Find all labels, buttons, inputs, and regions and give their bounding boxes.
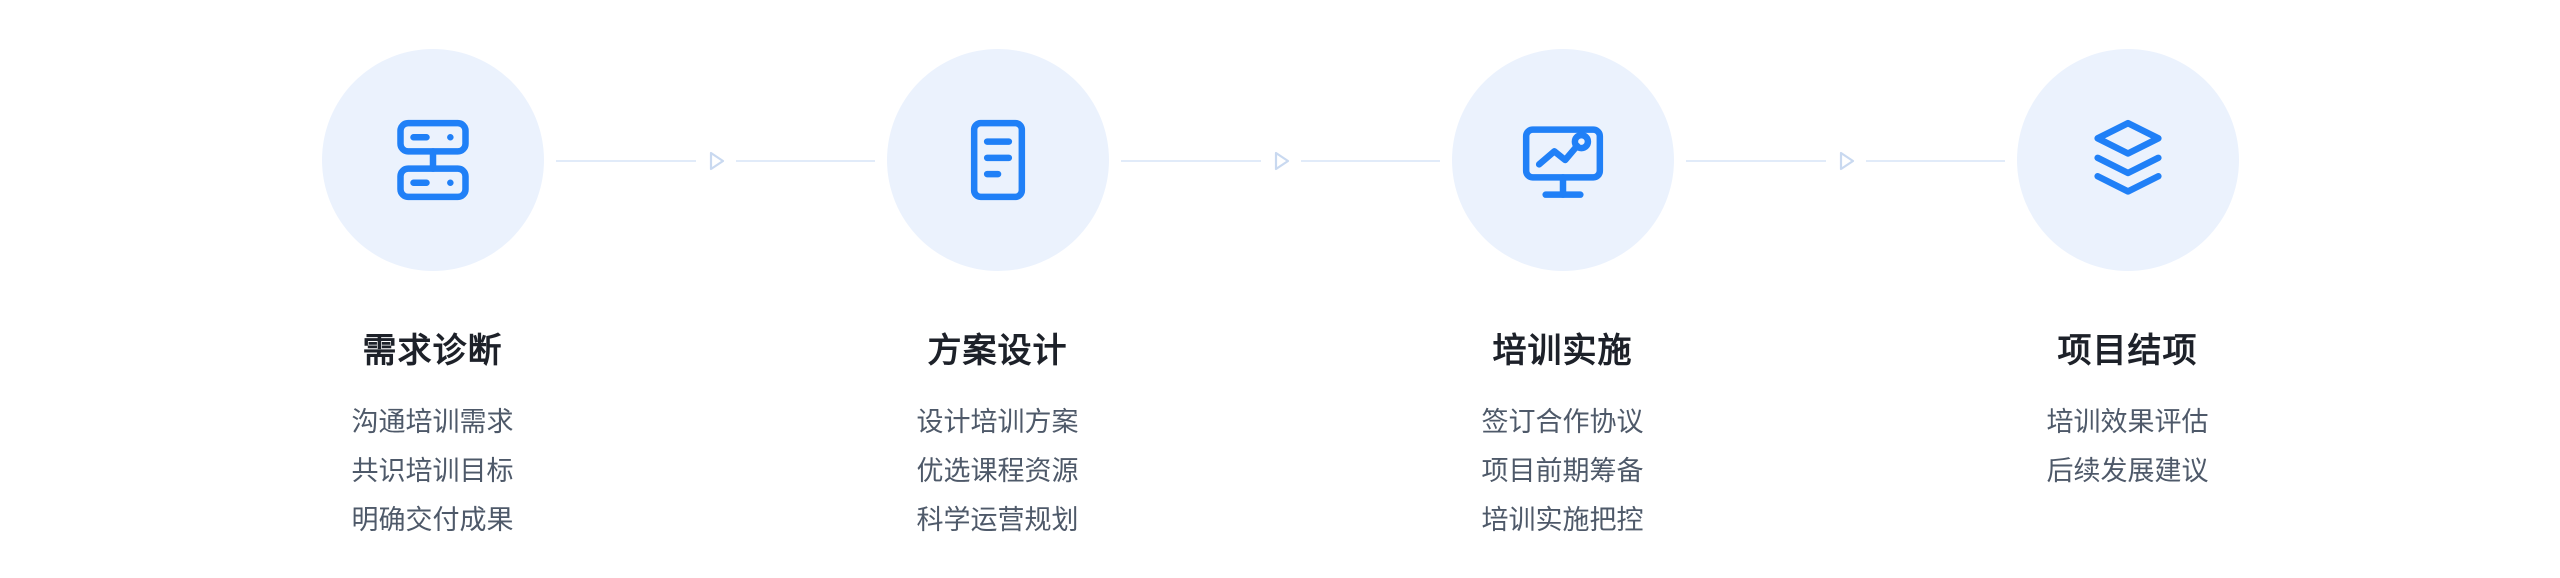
connector-line — [1300, 160, 1440, 162]
step-description-item: 培训实施把控 — [1481, 505, 1644, 535]
arrow-right-icon — [709, 151, 724, 171]
steps-row: 需求诊断 沟通培训需求 共识培训目标 明确交付成果 方案设计 设计培训方案 优选… — [150, 49, 2410, 545]
step-description-item: 签订合作协议 — [1481, 407, 1644, 437]
step-training-implementation: 培训实施 签订合作协议 项目前期筹备 培训实施把控 — [1280, 49, 1845, 545]
server-stack-icon — [396, 119, 469, 201]
step-description-item: 项目前期筹备 — [1481, 456, 1644, 486]
step-description-item: 明确交付成果 — [351, 505, 514, 535]
connector — [1686, 147, 2005, 175]
connector — [556, 147, 875, 175]
step-icon-circle — [1451, 49, 1674, 271]
step-icon-circle — [321, 49, 544, 271]
step-icon-circle — [886, 49, 1109, 271]
step-title: 方案设计 — [927, 332, 1068, 370]
step-description-item: 培训效果评估 — [2046, 407, 2209, 437]
presentation-chart-icon — [1522, 126, 1603, 198]
connector-line — [1865, 160, 2005, 162]
step-title: 需求诊断 — [362, 332, 503, 370]
connector-line — [1686, 160, 1826, 162]
layers-icon — [2093, 119, 2162, 195]
step-title: 项目结项 — [2057, 332, 2198, 370]
connector-line — [735, 160, 875, 162]
step-description-list: 培训效果评估 后续发展建议 — [2047, 398, 2209, 496]
step-description-list: 签订合作协议 项目前期筹备 培训实施把控 — [1482, 398, 1644, 545]
arrow-right-icon — [1839, 151, 1854, 171]
connector — [1121, 147, 1440, 175]
step-solution-design: 方案设计 设计培训方案 优选课程资源 科学运营规划 — [715, 49, 1280, 545]
step-description-item: 共识培训目标 — [351, 456, 514, 486]
step-description-list: 设计培训方案 优选课程资源 科学运营规划 — [917, 398, 1079, 545]
step-description-list: 沟通培训需求 共识培训目标 明确交付成果 — [352, 398, 514, 545]
document-icon — [970, 119, 1025, 201]
step-demand-diagnosis: 需求诊断 沟通培训需求 共识培训目标 明确交付成果 — [150, 49, 715, 545]
step-title: 培训实施 — [1492, 332, 1633, 370]
step-icon-circle — [2016, 49, 2239, 271]
arrow-right-icon — [1274, 151, 1289, 171]
step-description-item: 优选课程资源 — [916, 456, 1079, 486]
connector-line — [556, 160, 696, 162]
step-description-item: 科学运营规划 — [916, 505, 1079, 535]
step-description-item: 设计培训方案 — [916, 407, 1079, 437]
connector-line — [1121, 160, 1261, 162]
step-description-item: 沟通培训需求 — [351, 407, 514, 437]
step-project-closure: 项目结项 培训效果评估 后续发展建议 — [1845, 49, 2410, 545]
step-description-item: 后续发展建议 — [2046, 456, 2209, 486]
